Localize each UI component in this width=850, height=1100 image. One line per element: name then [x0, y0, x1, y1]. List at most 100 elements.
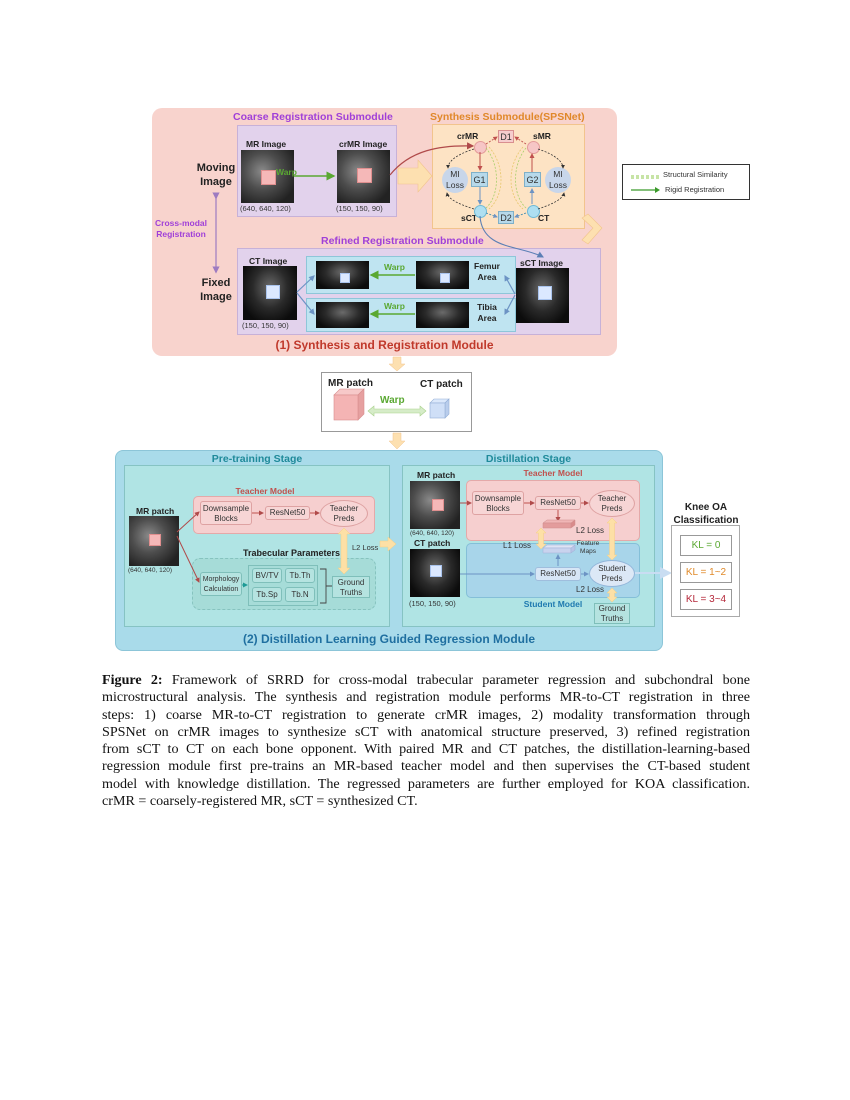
pretraining-stage-title: Pre-training Stage [211, 453, 303, 465]
morphology-calculation-block: Morphology Calculation [200, 572, 242, 596]
tibia-sct-thumbnail [416, 302, 469, 328]
l1-loss-double-arrow [535, 527, 547, 550]
structural-similarity-right-2 [510, 146, 524, 210]
teacher-student-l2-double-arrow [606, 517, 618, 561]
distill-teacher-preds: Teacher Preds [589, 490, 635, 517]
distill-ct-patch-thumbnail [410, 549, 460, 597]
ct-to-femur-arrow [296, 275, 315, 293]
sct-to-tibia-arrow [504, 294, 516, 316]
kl-grade-3-4: KL = 3~4 [680, 589, 732, 610]
warp-double-arrow [367, 405, 427, 417]
kl-grade-panel: KL = 0 KL = 1~2 KL = 3~4 [671, 525, 740, 617]
pretrain-teacher-preds: Teacher Preds [320, 500, 368, 527]
ct-cube-front [429, 402, 446, 419]
moving-label-line2: Image [200, 176, 232, 188]
teacher-feature-map-front [542, 522, 572, 529]
classification-title-line2: Classification [673, 515, 739, 526]
mi-loss-line1: MI [450, 169, 460, 179]
roi-box [440, 273, 450, 283]
ct-image-dims: (150, 150, 90) [242, 321, 289, 330]
fixed-image-label: Fixed Image [190, 276, 242, 304]
feature-line2: Maps [580, 548, 596, 555]
kl-grade-0: KL = 0 [680, 535, 732, 556]
pretrain-ground-truths: Ground Truths [332, 576, 370, 598]
distill-l2-loss-bottom: L2 Loss [576, 585, 605, 594]
warp-label-coarse: Warp [276, 167, 297, 177]
rigid-registration-arrowhead [655, 187, 660, 193]
mr-image-thumbnail [241, 150, 294, 203]
structural-similarity-right [515, 147, 527, 209]
params-bracket [320, 568, 332, 604]
knee-oa-classification-title: Knee OA Classification [664, 501, 748, 527]
flow-arrow-patch-module2 [388, 432, 406, 450]
tibia-line2: Area [477, 313, 497, 323]
generator-g2: G2 [524, 172, 541, 187]
mi-loss-right: MI Loss [545, 167, 571, 193]
ground-line1: Ground [337, 578, 365, 587]
classification-title-line1: Knee OA [684, 502, 728, 513]
student-gt-l2-double-arrow [606, 587, 618, 603]
flow-arrow-module1-patch [388, 356, 406, 372]
discriminator-d1: D1 [498, 130, 514, 143]
discriminator-d2: D2 [498, 211, 514, 224]
patch-cubes [333, 388, 450, 421]
synthesis-submodule-title: Synthesis Submodule(SPSNet) [430, 111, 585, 123]
legend-rigid-registration: Rigid Registration [665, 185, 725, 194]
student-feature-map-top [542, 544, 576, 549]
caption-line-7: model with knowledge distillation. The r… [102, 775, 750, 792]
ground-line2: Truths [339, 588, 363, 597]
module1-title: (1) Synthesis and Registration Module [275, 338, 494, 352]
mi-loss-line2: Loss [549, 180, 567, 190]
generator-g1: G1 [471, 172, 488, 187]
patch-pair-panel: MR patch CT patch Warp [321, 372, 472, 432]
teacher-preds-line2: Preds [601, 504, 623, 513]
cross-modal-registration-label: Cross-modal Registration [148, 218, 214, 240]
roi-box [340, 273, 350, 283]
distill-student-title: Student Model [523, 599, 583, 609]
legend-structural-similarity: Structural Similarity [663, 170, 728, 179]
smr-node-label: sMR [533, 131, 551, 141]
femur-line1: Femur [474, 261, 500, 271]
teacher-feature-map-top [542, 519, 576, 524]
pretrain-downsample-block: Downsample Blocks [200, 501, 252, 525]
downsample-line1: Downsample [202, 504, 250, 513]
module1-connectors [212, 136, 603, 450]
crmr-to-miloss [446, 148, 475, 169]
caption-label: Figure 2: [102, 672, 163, 688]
caption-line-6: regression module first pre-trains an MR… [102, 758, 750, 775]
distill-l2-loss-top: L2 Loss [576, 526, 605, 535]
ct-node-label: CT [538, 213, 550, 223]
feature-maps-label: Feature Maps [571, 540, 605, 556]
ct-image-label: CT Image [249, 256, 288, 266]
caption-line-4: SPSNet on crMR images to synthesize sCT … [102, 723, 750, 740]
pretrain-mr-patch-thumbnail [129, 516, 179, 566]
warp-label-tibia: Warp [384, 301, 405, 311]
caption-line-5: from sCT to CT on each bone opponent. Wi… [102, 741, 750, 758]
student-preds-line2: Preds [601, 574, 623, 583]
tibia-line1: Tibia [477, 302, 497, 312]
mr-image-dims: (640, 640, 120) [240, 204, 291, 213]
cross-modal-line2: Registration [156, 229, 206, 239]
crmr-to-d1 [485, 136, 498, 145]
mi-loss-line1: MI [553, 169, 563, 179]
distill-teacher-resnet50: ResNet50 [535, 496, 581, 510]
caption-line-1: Figure 2: Framework of SRRD for cross-mo… [102, 672, 750, 689]
pretrain-teacher-title: Teacher Model [235, 486, 295, 496]
module2-title: (2) Distillation Learning Guided Regress… [242, 632, 536, 646]
crmr-image-thumbnail [337, 150, 390, 203]
ct-to-tibia-arrow [296, 292, 315, 315]
mr-to-morphology-arrow [176, 535, 200, 583]
param-bv-tv: BV/TV [252, 568, 282, 583]
distill-ct-patch-label: CT patch [414, 538, 451, 548]
roi-box [430, 565, 442, 577]
femur-area-label: Femur Area [470, 261, 504, 283]
param-tb-sp: Tb.Sp [252, 587, 282, 602]
tibia-area-label: Tibia Area [470, 302, 504, 324]
distill-student-preds: Student Preds [589, 560, 635, 587]
distill-ct-patch-dims: (150, 150, 90) [409, 599, 456, 608]
sct-to-miloss [445, 192, 475, 210]
teacher-preds-line2: Preds [333, 514, 355, 523]
ct-to-d2 [514, 212, 527, 218]
caption-line-2: microstructural analysis. The synthesis … [102, 689, 750, 706]
flow-arrow-coarse-synthesis [397, 159, 433, 193]
